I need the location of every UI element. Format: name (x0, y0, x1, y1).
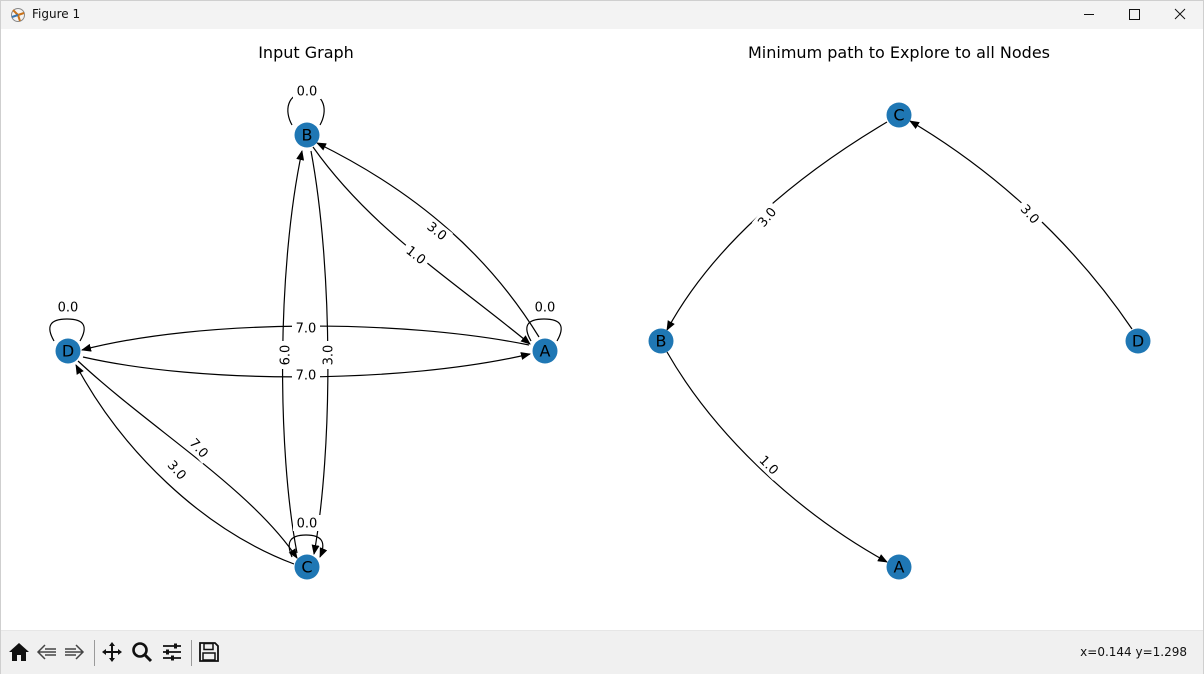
back-arrow-icon (36, 644, 56, 660)
maximize-button[interactable] (1111, 1, 1157, 29)
edge-label-right-B-A: 1.0 (753, 449, 785, 481)
svg-text:C: C (301, 558, 312, 577)
pan-icon (102, 642, 122, 662)
left-plot-title: Input Graph (258, 43, 354, 62)
plot-area: Input Graph Minimum path to Explore to a… (49, 43, 1151, 580)
edge-B-A (312, 146, 531, 345)
save-icon (199, 642, 219, 662)
svg-text:D: D (62, 342, 74, 361)
edge-label-A-B: 3.0 (421, 216, 453, 246)
svg-text:0.0: 0.0 (297, 517, 318, 532)
node-right-B: B (648, 328, 674, 354)
svg-text:A: A (894, 558, 905, 577)
node-right-C: C (886, 102, 912, 128)
navigation-toolbar: x=0.144 y=1.298 (1, 630, 1203, 674)
svg-text:6.0: 6.0 (279, 345, 294, 366)
edge-label-C-B: 6.0 (277, 341, 294, 369)
edge-label-A-A: 0.0 (531, 299, 559, 316)
svg-text:7.0: 7.0 (296, 322, 317, 337)
forward-arrow-icon (65, 644, 85, 660)
toolbar-separator (191, 640, 192, 666)
node-right-D: D (1125, 328, 1151, 354)
svg-text:0.0: 0.0 (58, 301, 79, 316)
svg-text:A: A (540, 342, 551, 361)
node-D: D (55, 338, 81, 364)
svg-text:0.0: 0.0 (297, 85, 318, 100)
edge-D-C (77, 360, 298, 559)
edge-label-B-B: 0.0 (293, 83, 321, 100)
svg-text:7.0: 7.0 (296, 369, 317, 384)
edge-label-D-D: 0.0 (54, 299, 82, 316)
cursor-coordinates: x=0.144 y=1.298 (1080, 645, 1187, 659)
close-icon (1174, 8, 1186, 20)
edge-D-D (49, 318, 85, 342)
subplots-icon (163, 643, 181, 661)
minimize-icon (1084, 14, 1094, 15)
toolbar-separator (94, 640, 95, 666)
minimize-button[interactable] (1066, 1, 1112, 29)
edge-label-C-C: 0.0 (293, 515, 321, 532)
edge-right-B-A (666, 351, 888, 563)
edge-label-A-D: 7.0 (292, 320, 320, 337)
figure-canvas[interactable]: Input Graph Minimum path to Explore to a… (1, 29, 1203, 629)
forward-button[interactable] (62, 640, 86, 664)
svg-text:0.0: 0.0 (535, 301, 556, 316)
edge-right-C-B (666, 121, 888, 331)
pan-button[interactable] (100, 640, 124, 664)
svg-text:D: D (1132, 332, 1144, 351)
back-button[interactable] (35, 640, 59, 664)
right-plot-title: Minimum path to Explore to all Nodes (748, 43, 1050, 62)
home-button[interactable] (7, 640, 31, 664)
edge-A-B (316, 142, 540, 338)
node-right-A: A (886, 554, 912, 580)
window-title: Figure 1 (32, 7, 81, 21)
node-A: A (532, 338, 558, 364)
edge-label-D-A: 7.0 (292, 367, 320, 384)
edge-label-right-D-C: 3.0 (1014, 198, 1046, 230)
save-button[interactable] (197, 640, 221, 664)
configure-subplots-button[interactable] (160, 640, 184, 664)
maximize-icon (1129, 9, 1140, 20)
edge-right-D-C (909, 120, 1133, 330)
edge-label-B-A: 1.0 (400, 240, 432, 270)
edge-A-A (526, 318, 562, 342)
svg-text:3.0: 3.0 (322, 345, 337, 366)
zoom-button[interactable] (130, 640, 154, 664)
edge-C-D (75, 364, 295, 565)
svg-text:B: B (656, 332, 667, 351)
close-button[interactable] (1157, 1, 1203, 29)
home-icon (9, 643, 29, 661)
edge-label-B-C: 3.0 (320, 341, 337, 369)
zoom-icon (132, 642, 153, 663)
svg-text:B: B (302, 126, 313, 145)
matplotlib-app-icon (11, 8, 25, 22)
edge-label-right-C-B: 3.0 (751, 201, 783, 233)
svg-text:C: C (893, 106, 904, 125)
node-C: C (294, 554, 320, 580)
title-bar[interactable]: Figure 1 (1, 1, 1203, 29)
node-B: B (294, 122, 320, 148)
edge-label-D-C: 7.0 (183, 432, 215, 464)
